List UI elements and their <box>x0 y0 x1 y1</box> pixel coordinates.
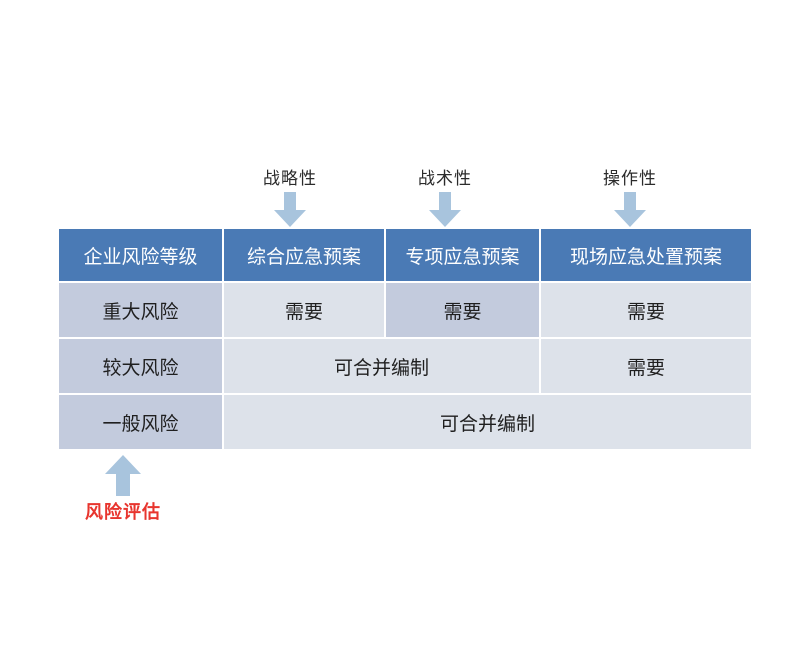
column-header-onsite-plan: 现场应急处置预案 <box>541 229 751 281</box>
table-cell: 需要 <box>541 283 751 337</box>
annotation-label-tactical: 战术性 <box>418 169 472 189</box>
table-cell-merged: 可合并编制 <box>224 395 751 449</box>
column-header-comprehensive-plan: 综合应急预案 <box>224 229 384 281</box>
column-header-risk-level: 企业风险等级 <box>59 229 222 281</box>
table-cell: 需要 <box>541 339 751 393</box>
column-header-special-plan: 专项应急预案 <box>386 229 539 281</box>
row-header-relatively-major-risk: 较大风险 <box>59 339 222 393</box>
table-cell: 需要 <box>224 283 384 337</box>
annotation-label-risk-assessment: 风险评估 <box>85 502 161 523</box>
table-cell-merged: 可合并编制 <box>224 339 539 393</box>
table-row: 一般风险 可合并编制 <box>59 395 751 449</box>
table-row: 重大风险 需要 需要 需要 <box>59 283 751 337</box>
arrow-down-icon <box>613 192 647 228</box>
table-header-row: 企业风险等级 综合应急预案 专项应急预案 现场应急处置预案 <box>59 229 751 281</box>
row-header-general-risk: 一般风险 <box>59 395 222 449</box>
arrow-up-icon <box>104 455 142 497</box>
annotation-label-strategic: 战略性 <box>263 169 317 189</box>
annotation-label-operational: 操作性 <box>603 169 657 189</box>
table-row: 较大风险 可合并编制 需要 <box>59 339 751 393</box>
arrow-down-icon <box>428 192 462 228</box>
arrow-down-icon <box>273 192 307 228</box>
row-header-major-risk: 重大风险 <box>59 283 222 337</box>
table-cell-highlighted: 需要 <box>386 283 539 337</box>
risk-plan-matrix-table: 企业风险等级 综合应急预案 专项应急预案 现场应急处置预案 重大风险 需要 需要… <box>57 227 753 451</box>
